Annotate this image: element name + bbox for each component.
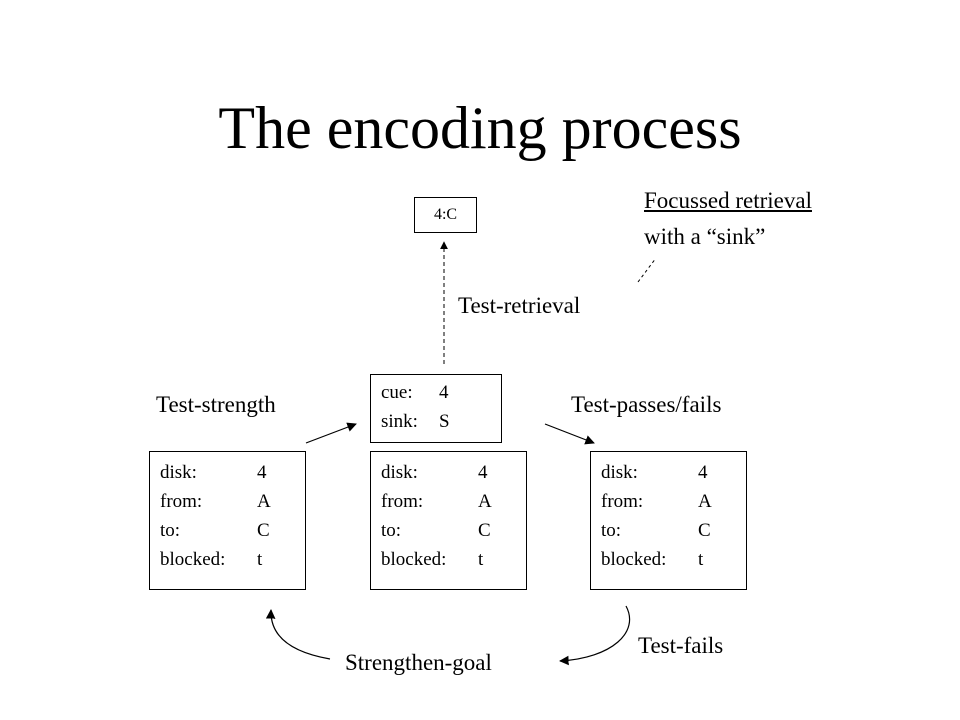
- note-line-1: Focussed retrieval: [644, 188, 812, 213]
- slot-row: from: A: [160, 487, 305, 516]
- strengthen-goal-label: Strengthen-goal: [345, 650, 492, 675]
- slot-value: A: [478, 491, 492, 512]
- slot-value: S: [439, 411, 450, 432]
- slot-key: cue:: [381, 382, 413, 403]
- slot-value: C: [257, 520, 270, 541]
- slot-key: from:: [601, 491, 644, 512]
- slot-key: disk:: [381, 462, 418, 483]
- test-fails-arrow: [559, 605, 631, 666]
- slot-value: t: [698, 549, 704, 570]
- slot-row: disk: 4: [601, 458, 746, 487]
- focussed-retrieval-note: Focussed retrieval with a “sink”: [644, 183, 812, 255]
- test-strength-label: Test-strength: [156, 392, 276, 417]
- slot-row: from: A: [381, 487, 526, 516]
- slot-value: C: [478, 520, 491, 541]
- strengthen-goal-arrow: [265, 609, 331, 660]
- slot-row: blocked: t: [381, 545, 526, 574]
- slot-value: C: [698, 520, 711, 541]
- slot-row: disk: 4: [160, 458, 305, 487]
- slot-key: blocked:: [160, 549, 226, 570]
- retrieved-chunk-box: 4:C: [414, 197, 477, 233]
- slot-row: blocked: t: [160, 545, 305, 574]
- slot-key: disk:: [160, 462, 197, 483]
- slot-value: 4: [257, 462, 267, 483]
- slot-row: from: A: [601, 487, 746, 516]
- slot-value: t: [257, 549, 263, 570]
- test-retrieval-label: Test-retrieval: [458, 293, 581, 318]
- goal-chunk-box: disk: 4 from: A to: C blocked: t: [590, 451, 747, 590]
- slot-key: from:: [160, 491, 203, 512]
- slot-row: to: C: [381, 516, 526, 545]
- slot-row: blocked: t: [601, 545, 746, 574]
- note-line-2: with a “sink”: [644, 224, 766, 249]
- goal-chunk-box: disk: 4 from: A to: C blocked: t: [149, 451, 306, 590]
- slot-key: disk:: [601, 462, 638, 483]
- sink-row: sink: S: [381, 407, 501, 436]
- page-title: The encoding process: [218, 95, 742, 161]
- goal-chunk-box: disk: 4 from: A to: C blocked: t: [370, 451, 527, 590]
- cue-row: cue: 4: [381, 378, 501, 407]
- test-passes-fails-label: Test-passes/fails: [571, 392, 722, 417]
- slot-key: from:: [381, 491, 424, 512]
- slot-value: A: [257, 491, 271, 512]
- cue-chunk-box: cue: 4 sink: S: [370, 374, 502, 443]
- slot-key: sink:: [381, 411, 418, 432]
- slot-value: A: [698, 491, 712, 512]
- slot-row: to: C: [160, 516, 305, 545]
- test-strength-arrow: [305, 422, 357, 444]
- test-fails-label: Test-fails: [638, 633, 724, 658]
- slot-value: t: [478, 549, 484, 570]
- test-passes-fails-arrow: [544, 423, 595, 445]
- slot-key: blocked:: [601, 549, 667, 570]
- slot-value: 4: [698, 462, 708, 483]
- slot-row: disk: 4: [381, 458, 526, 487]
- slot-key: to:: [381, 520, 402, 541]
- slot-value: 4: [478, 462, 488, 483]
- slot-key: to:: [160, 520, 181, 541]
- slot-value: 4: [439, 382, 449, 403]
- slot-row: to: C: [601, 516, 746, 545]
- slot-key: to:: [601, 520, 622, 541]
- slot-key: blocked:: [381, 549, 447, 570]
- note-pointer-line: [637, 257, 657, 283]
